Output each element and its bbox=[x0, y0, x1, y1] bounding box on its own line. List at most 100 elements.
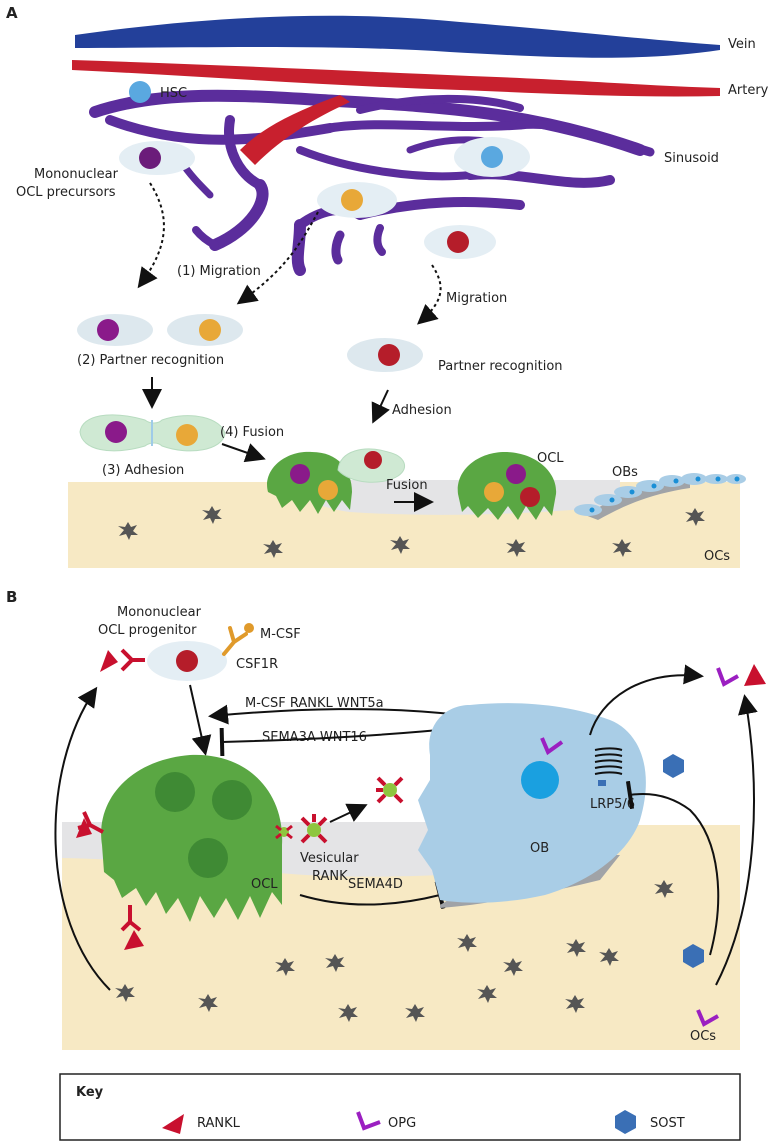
artery-branch bbox=[240, 95, 350, 165]
ocs-to-top-arrow bbox=[715, 694, 758, 986]
fusion-4-label: (4) Fusion bbox=[220, 425, 284, 440]
opg-ob-icon bbox=[540, 737, 564, 756]
obs-lining bbox=[574, 473, 746, 516]
vesicular-rank-small-icon bbox=[275, 824, 293, 840]
rank-receptor-ocl-2 bbox=[120, 905, 142, 932]
hsc-label: HSC bbox=[160, 86, 187, 101]
sost-inhibit-arrow bbox=[625, 780, 720, 956]
panel-a-letter: A bbox=[6, 4, 18, 22]
ocs-label-b: OCs bbox=[690, 1029, 716, 1044]
sema4d-label: SEMA4D bbox=[348, 877, 403, 892]
ocl-b-nucleus-1 bbox=[155, 772, 195, 812]
partner-recognition-2-label: (2) Partner recognition bbox=[77, 353, 224, 368]
ocl-b-nucleus-2 bbox=[212, 780, 252, 820]
obs-label: OBs bbox=[612, 465, 638, 480]
recognition-nucleus-orange bbox=[199, 319, 221, 341]
sinusoid-label: Sinusoid bbox=[664, 151, 719, 166]
migration-arrow-3 bbox=[416, 264, 442, 325]
inhib-signals-label: SEMA3A WNT16 bbox=[262, 730, 367, 745]
precursor-nucleus-red bbox=[447, 231, 469, 253]
adhesion-3-label: (3) Adhesion bbox=[102, 463, 184, 478]
key-sost-label: SOST bbox=[650, 1116, 685, 1131]
opg-bone-icon bbox=[696, 1009, 719, 1027]
ob-label: OB bbox=[530, 841, 549, 856]
migration-label: Migration bbox=[446, 291, 507, 306]
arrow-adhesion-red bbox=[371, 389, 390, 424]
key-opg-icon bbox=[356, 1111, 381, 1131]
adhesion-label: Adhesion bbox=[392, 403, 452, 418]
progenitor-label-line2: OCL progenitor bbox=[98, 623, 197, 638]
ob-b-nucleus bbox=[521, 761, 559, 799]
adhesion-nucleus-purple bbox=[105, 421, 127, 443]
fusion-label: Fusion bbox=[386, 478, 428, 493]
mcsf-ligand-icon bbox=[244, 623, 254, 633]
recognition-nucleus-red bbox=[378, 344, 400, 366]
adhesion-nucleus-orange bbox=[176, 424, 198, 446]
csf1r-label: CSF1R bbox=[236, 657, 278, 672]
precursor-nucleus-purple bbox=[139, 147, 161, 169]
ocl-label-b: OCL bbox=[251, 877, 278, 892]
rankl-ocl-1-icon bbox=[76, 818, 92, 838]
migration-1-label: (1) Migration bbox=[177, 264, 261, 279]
stim-signals-arrow bbox=[208, 704, 461, 725]
opg-top-icon bbox=[716, 667, 739, 687]
vesicular-label-line2: RANK bbox=[312, 869, 348, 884]
fusion-4-arrow bbox=[221, 443, 266, 463]
fusing-nucleus-red bbox=[364, 451, 382, 469]
vesicular-label-line1: Vesicular bbox=[300, 851, 359, 866]
sost-bone-icon bbox=[683, 944, 704, 968]
rankl-top-icon bbox=[744, 664, 766, 686]
artery-label: Artery bbox=[728, 83, 769, 98]
sost-icon bbox=[663, 754, 684, 778]
migration-arrow-1 bbox=[137, 182, 165, 289]
osteocyte-to-progenitor-arrow bbox=[54, 686, 111, 991]
recognition-nucleus-purple bbox=[97, 319, 119, 341]
key-rankl-label: RANKL bbox=[197, 1116, 241, 1131]
ob-to-rankl-opg-arrow bbox=[589, 664, 704, 736]
hsc-nucleus bbox=[481, 146, 503, 168]
vesicle-transfer-arrow bbox=[329, 803, 368, 823]
precursor-nucleus-orange bbox=[341, 189, 363, 211]
progenitor-to-ocl-arrow bbox=[189, 684, 212, 756]
ocl-a-nucleus-orange bbox=[484, 482, 504, 502]
vesicular-rank-ob-icon bbox=[376, 776, 404, 804]
precursors-label-line1: Mononuclear bbox=[34, 167, 119, 182]
mcsf-label: M-CSF bbox=[260, 627, 301, 642]
key-opg-label: OPG bbox=[388, 1116, 416, 1131]
fusing-ocl-nucleus-purple bbox=[290, 464, 310, 484]
panel-b-letter: B bbox=[6, 588, 17, 606]
vein bbox=[75, 15, 720, 58]
partner-recognition-label: Partner recognition bbox=[438, 359, 563, 374]
key-sost-icon bbox=[615, 1110, 636, 1134]
rankl-ocl-2-icon bbox=[124, 930, 144, 950]
sema4d-inhibit-arrow bbox=[299, 880, 446, 910]
sinusoid-network bbox=[89, 89, 655, 276]
hsc-cell bbox=[129, 81, 151, 103]
lrp-bound-sost bbox=[598, 780, 606, 786]
ocl-a-nucleus-red bbox=[520, 487, 540, 507]
fusing-ocl-nucleus-orange bbox=[318, 480, 338, 500]
rankl-progenitor-icon bbox=[100, 650, 118, 672]
vesicular-rank-large-icon bbox=[300, 814, 328, 844]
ob-b bbox=[418, 703, 646, 903]
inhib-signals-arrow bbox=[219, 727, 461, 757]
progenitor-label-line1: Mononuclear bbox=[117, 605, 202, 620]
lrp-receptor-icon bbox=[594, 747, 623, 775]
rank-receptor-progenitor bbox=[120, 648, 145, 672]
csf1r-receptor-icon bbox=[222, 626, 248, 656]
vein-label: Vein bbox=[728, 37, 756, 52]
ob-matrix-shadow bbox=[585, 478, 690, 520]
progenitor-nucleus bbox=[176, 650, 198, 672]
stim-signals-label: M-CSF RANKL WNT5a bbox=[245, 696, 384, 711]
precursors-label-line2: OCL precursors bbox=[16, 185, 116, 200]
ocl-a-nucleus-purple bbox=[506, 464, 526, 484]
artery bbox=[72, 60, 720, 97]
migration-arrow-2 bbox=[236, 211, 319, 305]
ocs-label-a: OCs bbox=[704, 549, 730, 564]
ocl-b-nucleus-3 bbox=[188, 838, 228, 878]
key-rankl-icon bbox=[162, 1114, 184, 1134]
ocl-label-a: OCL bbox=[537, 451, 564, 466]
lrp-label: LRP5/6 bbox=[590, 797, 635, 812]
key-title: Key bbox=[76, 1085, 104, 1100]
